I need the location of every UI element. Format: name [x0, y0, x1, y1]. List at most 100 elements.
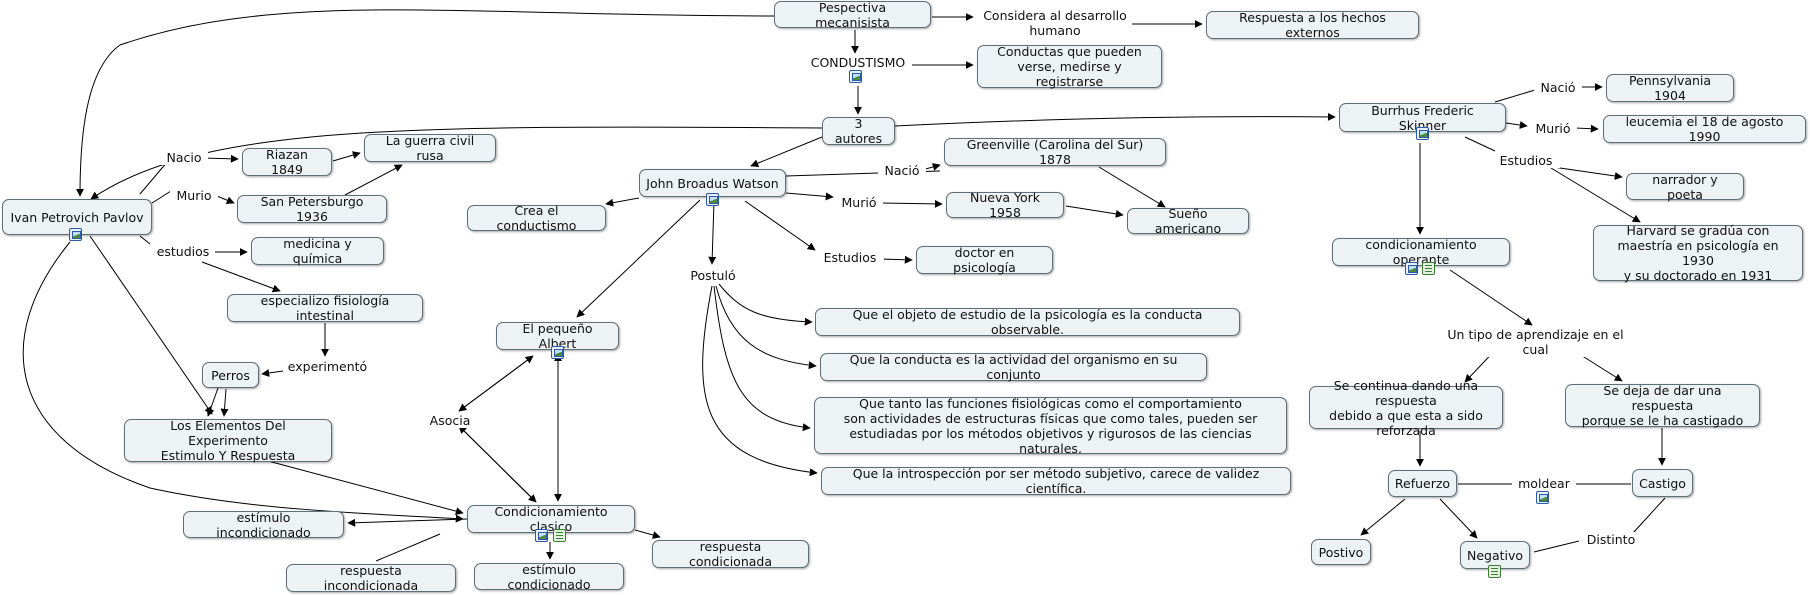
- node-condicionamiento-operante[interactable]: condicionamiento operante: [1332, 237, 1510, 267]
- image-resource-icon[interactable]: [551, 346, 564, 359]
- node-skinner[interactable]: Burrhus Frederic Skinner: [1339, 103, 1506, 133]
- connector-line: [879, 199, 943, 208]
- node-especializo[interactable]: especializo fisiología intestinal: [227, 293, 423, 323]
- connector-line: [76, 9, 775, 197]
- node-castigo[interactable]: Castigo: [1632, 469, 1693, 497]
- connector-line: [1449, 269, 1533, 326]
- node-postulado-2[interactable]: Que la conducta es la actividad del orga…: [820, 352, 1207, 382]
- node-postulado-3[interactable]: Que tanto las funciones fisiológicas com…: [814, 396, 1287, 456]
- connector-line: [332, 151, 361, 162]
- document-resource-icon[interactable]: [553, 529, 566, 542]
- node-guerra-civil[interactable]: La guerra civil rusa: [364, 133, 496, 163]
- connector-line: [718, 283, 813, 326]
- connector-line: [715, 285, 817, 370]
- connector-line: [344, 164, 403, 196]
- link-label-estudios-pavlov: estudios: [151, 244, 215, 259]
- connector-line: [1494, 89, 1536, 103]
- node-perspectiva-mecanisista[interactable]: Pespectiva mecanisista: [774, 0, 931, 30]
- connector-line: [702, 285, 818, 477]
- node-respuesta-hechos-externos[interactable]: Respuesta a los hechos externos: [1206, 10, 1419, 40]
- node-se-deja[interactable]: Se deja de dar una respuesta porque se l…: [1565, 383, 1760, 428]
- image-resource-icon[interactable]: [1405, 262, 1418, 275]
- node-postulado-1[interactable]: Que el objeto de estudio de la psicologí…: [815, 307, 1240, 337]
- link-label-murio-watson: Murió: [835, 195, 883, 210]
- connector-line: [750, 136, 823, 167]
- document-resource-icon[interactable]: [1422, 262, 1435, 275]
- link-label-distinto: Distinto: [1579, 532, 1643, 547]
- link-label-moldear: moldear: [1512, 476, 1576, 491]
- connector-line: [220, 388, 229, 417]
- node-condicionamiento-clasico[interactable]: Condicionamiento clasico: [467, 504, 635, 534]
- connector-line: [206, 387, 219, 417]
- connector-line: [139, 160, 169, 195]
- concept-conductismo: CONDUSTISMO: [804, 55, 912, 70]
- concept-tipo-aprendizaje: Un tipo de aprendizaje en el cual: [1441, 327, 1630, 357]
- node-respuesta-condicionada[interactable]: respuesta condicionada: [652, 539, 809, 569]
- image-resource-icon[interactable]: [849, 70, 862, 83]
- node-medicina[interactable]: medicina y química: [251, 236, 384, 266]
- connector-line: [151, 190, 172, 204]
- image-resource-icon[interactable]: [1416, 127, 1429, 140]
- link-label-nacio-skinner: Nació: [1534, 80, 1582, 95]
- connector-line: [1065, 205, 1124, 218]
- node-crea-conductismo[interactable]: Crea el conductismo: [467, 203, 606, 233]
- link-label-estudios-watson: Estudios: [816, 250, 884, 265]
- node-doctor-psicologia[interactable]: doctor en psicología: [916, 245, 1053, 275]
- connector-line: [1360, 498, 1406, 536]
- node-san-petersburgo[interactable]: San Petersburgo 1936: [237, 194, 387, 224]
- node-perros[interactable]: Perros: [202, 362, 259, 388]
- link-label-estudios-skinner: Estudios: [1492, 153, 1560, 168]
- connector-line: [1098, 166, 1166, 208]
- image-resource-icon[interactable]: [535, 529, 548, 542]
- node-conductas[interactable]: Conductas que pueden verse, medirse y re…: [977, 44, 1162, 89]
- node-estimulo-condicionado[interactable]: estímulo condicionado: [474, 562, 624, 592]
- node-3-autores[interactable]: 3 autores: [822, 116, 895, 146]
- connector-line: [22, 241, 464, 523]
- link-label-murio-skinner: Murió: [1529, 121, 1577, 136]
- node-positivo[interactable]: Postivo: [1311, 539, 1371, 565]
- node-pequeno-albert[interactable]: El pequeño Albert: [496, 321, 619, 351]
- node-leucemia[interactable]: leucemia el 18 de agosto 1990: [1603, 114, 1806, 144]
- connector-line: [785, 192, 834, 201]
- link-label-experimento: experimentó: [283, 359, 372, 374]
- connector-line: [458, 355, 534, 412]
- connector-line: [347, 518, 468, 527]
- node-nueva-york[interactable]: Nueva York 1958: [946, 190, 1064, 220]
- concept-considera-desarrollo: Considera al desarrollo humano: [978, 8, 1132, 38]
- node-pavlov[interactable]: Ivan Petrovich Pavlov: [2, 199, 152, 235]
- link-label-asocia: Asocia: [424, 413, 476, 428]
- connector-line: [458, 425, 537, 503]
- link-label-postulo: Postuló: [684, 268, 742, 283]
- node-elementos-experimento[interactable]: Los Elementos Del Experimento Estimulo Y…: [124, 418, 332, 463]
- connector-line: [1464, 136, 1496, 152]
- link-label-nacio-pavlov: Nacio: [160, 150, 208, 165]
- image-resource-icon[interactable]: [706, 193, 719, 206]
- node-se-continua[interactable]: Se continua dando una respuesta debido a…: [1309, 378, 1503, 438]
- connector-line: [879, 255, 913, 264]
- node-refuerzo[interactable]: Refuerzo: [1388, 470, 1457, 497]
- connector-line: [1505, 121, 1528, 129]
- link-label-murio-pavlov: Murio: [170, 188, 218, 203]
- link-label-nacio-watson: Nació: [878, 163, 926, 178]
- node-narrador-poeta[interactable]: narrador y poeta: [1626, 172, 1744, 202]
- connector-line: [894, 112, 1336, 127]
- node-respuesta-incondicionada[interactable]: respuesta incondicionada: [286, 563, 456, 593]
- node-watson[interactable]: John Broadus Watson: [639, 169, 786, 197]
- connector-line: [708, 200, 717, 265]
- node-greenville[interactable]: Greenville (Carolina del Sur) 1878: [944, 137, 1166, 167]
- connector-line: [1550, 167, 1641, 223]
- node-estimulo-incondicionado[interactable]: estímulo incondicionado: [183, 510, 344, 540]
- image-resource-icon[interactable]: [1536, 491, 1549, 504]
- image-resource-icon[interactable]: [69, 228, 82, 241]
- connector-line: [267, 460, 464, 516]
- node-postulado-4[interactable]: Que la introspección por ser método subj…: [821, 466, 1291, 496]
- node-harvard[interactable]: Harvard se gradúa con maestría en psicol…: [1593, 223, 1803, 283]
- connector-line: [605, 197, 640, 207]
- connector-line: [201, 154, 239, 163]
- node-riazan[interactable]: Riazan 1849: [242, 147, 332, 177]
- node-pennsylvania[interactable]: Pennsylvania 1904: [1606, 73, 1734, 103]
- connector-line: [1574, 124, 1599, 133]
- document-resource-icon[interactable]: [1488, 565, 1501, 578]
- node-sueno-americano[interactable]: Sueño americano: [1127, 206, 1249, 236]
